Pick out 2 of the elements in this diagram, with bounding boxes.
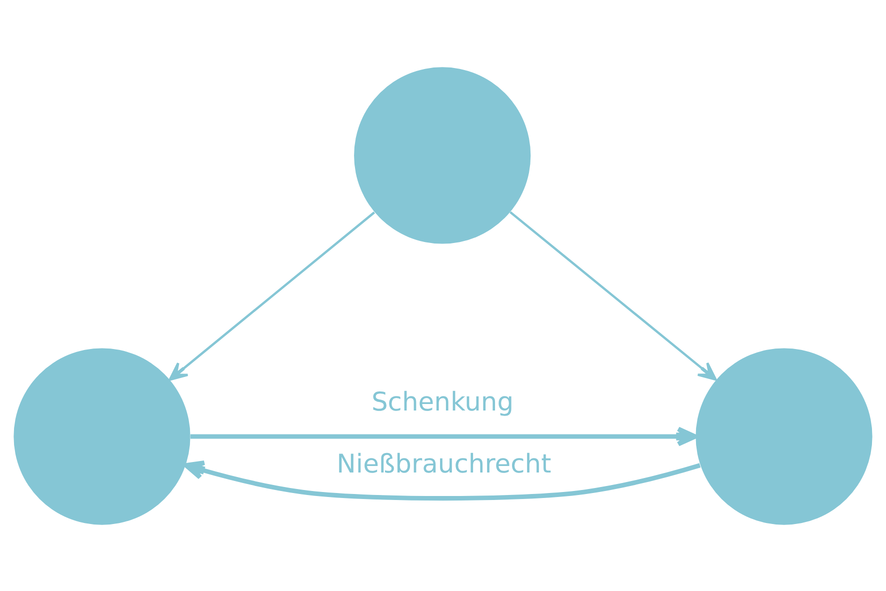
edge-label: Nießbrauchrecht [336, 449, 552, 480]
edge-label: Schenkung [371, 387, 514, 418]
